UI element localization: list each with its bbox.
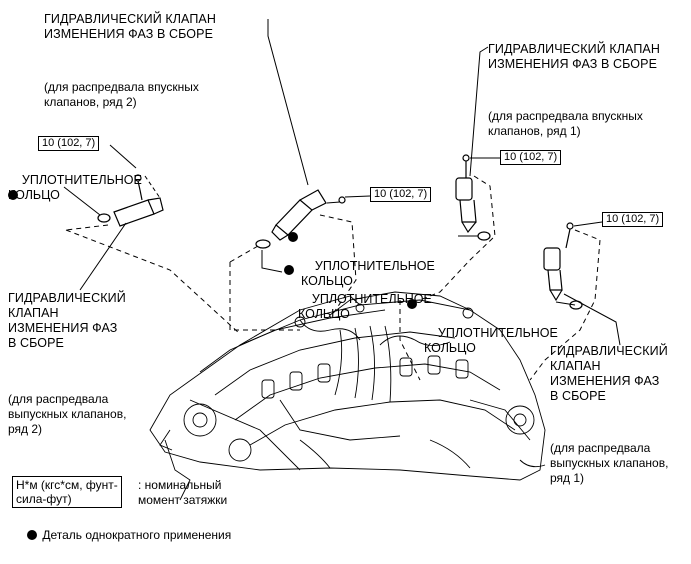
note-vvt-exhaust-bank2: (для распредвала выпускных клапанов, ряд… <box>8 392 127 436</box>
vvt-valve-upper-right <box>455 154 491 241</box>
label-oring-left: УПЛОТНИТЕЛЬНОЕ КОЛЬЦО <box>8 173 142 202</box>
legend-unit-box: Н*м (кгс*см, фунт- сила-фут) <box>12 476 122 508</box>
label-oring-center: УПЛОТНИТЕЛЬНОЕ КОЛЬЦО <box>284 262 432 337</box>
torque-spec-right: 10 (102, 7) <box>602 212 664 227</box>
label-vvt-exhaust-bank1: ГИДРАВЛИЧЕСКИЙ КЛАПАН ИЗМЕНЕНИЯ ФАЗ В СБ… <box>550 344 668 403</box>
note-vvt-intake-bank1: (для распредвала впускных клапанов, ряд … <box>488 109 643 138</box>
legend-single-use: Деталь однократного применения <box>14 513 231 558</box>
single-use-marker <box>288 232 298 242</box>
vvt-valve-center <box>255 189 346 249</box>
vvt-valve-left <box>97 174 164 227</box>
single-use-marker <box>407 299 417 309</box>
leader-line <box>63 186 101 216</box>
single-use-marker <box>8 190 18 200</box>
vvt-valve-right <box>543 222 583 310</box>
engine-block-sketch <box>149 291 546 501</box>
label-vvt-exhaust-bank2: ГИДРАВЛИЧЕСКИЙ КЛАПАН ИЗМЕНЕНИЯ ФАЗ В СБ… <box>8 291 126 350</box>
single-use-marker <box>27 530 38 540</box>
leader-line <box>79 222 127 291</box>
label-vvt-intake-bank1: ГИДРАВЛИЧЕСКИЙ КЛАПАН ИЗМЕНЕНИЯ ФАЗ В СБ… <box>488 42 660 71</box>
label-vvt-intake-bank2: ГИДРАВЛИЧЕСКИЙ КЛАПАН ИЗМЕНЕНИЯ ФАЗ В СБ… <box>44 12 216 41</box>
torque-spec-left: 10 (102, 7) <box>38 136 100 151</box>
torque-spec-center: 10 (102, 7) <box>370 187 432 202</box>
legend-unit-description: : номинальный момент затяжки <box>138 478 228 507</box>
note-vvt-intake-bank2: (для распредвала впускных клапанов, ряд … <box>44 80 199 109</box>
torque-spec-upper-right: 10 (102, 7) <box>500 150 562 165</box>
note-vvt-exhaust-bank1: (для распредвала выпускных клапанов, ряд… <box>550 441 669 485</box>
single-use-marker <box>284 265 294 275</box>
label-oring-upper-right: УПЛОТНИТЕЛЬНОЕ КОЛЬЦО <box>288 229 435 304</box>
label-oring-right: УПЛОТНИТЕЛЬНОЕ КОЛЬЦО <box>407 296 558 371</box>
